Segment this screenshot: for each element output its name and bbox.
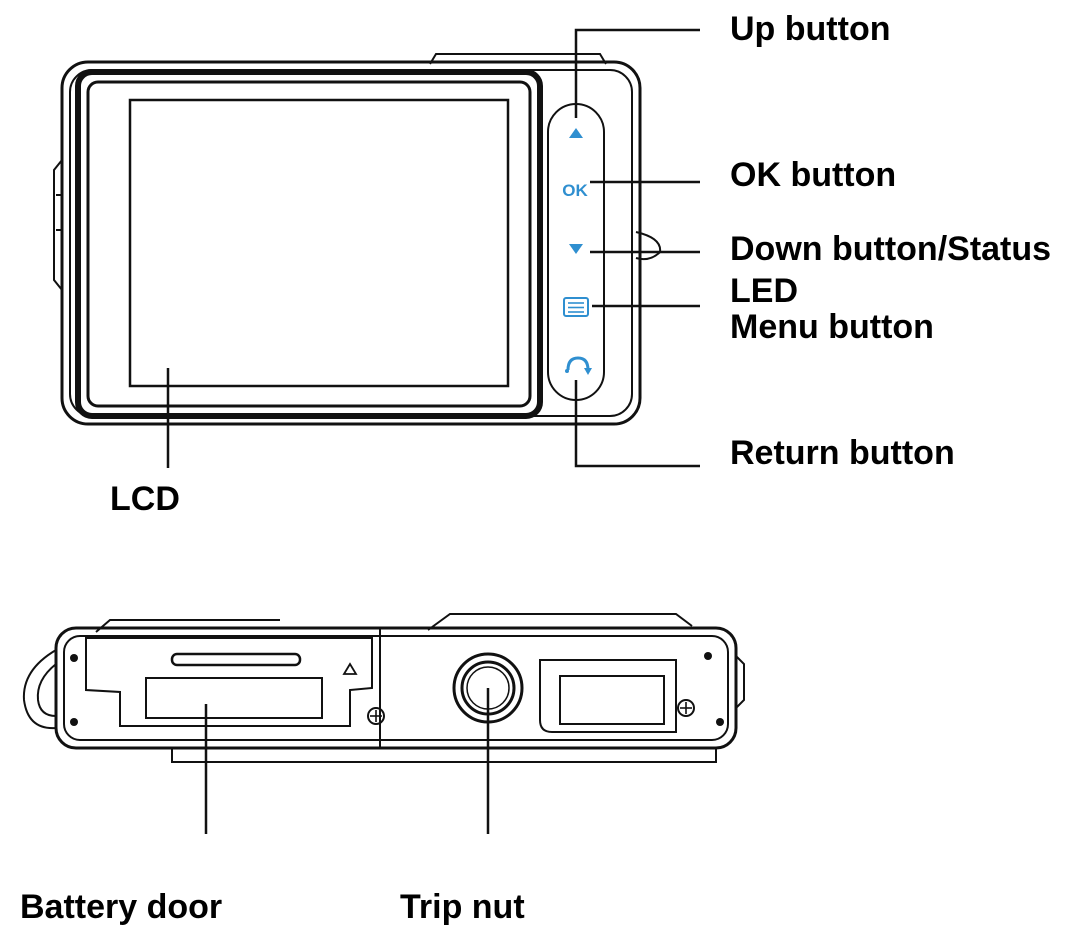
bottom-body-outline: [54, 626, 738, 750]
bottom-side-lug-inner: [36, 663, 57, 717]
camera-rear-view: OK: [53, 28, 700, 468]
return-arrow-icon: [565, 356, 592, 375]
left-side-grip: [53, 159, 63, 291]
bottom-rail: [171, 748, 717, 763]
up-triangle-icon: [569, 128, 583, 138]
menu-list-icon: [563, 297, 589, 317]
triangle-mark-icon: [342, 662, 358, 675]
label-menu-button: Menu button: [730, 308, 934, 346]
leader-return-button: [574, 380, 700, 468]
label-led: LED: [730, 272, 798, 310]
label-lcd: LCD: [110, 480, 180, 518]
bottom-side-lug: [22, 649, 57, 730]
lcd-bezel-inner: [86, 80, 532, 408]
camera-bottom-view: [22, 613, 745, 834]
corner-rivet: [70, 654, 78, 662]
right-compartment-outline: [539, 659, 677, 733]
label-ok-button: OK button: [730, 156, 896, 194]
bottom-top-bump-right: [427, 613, 693, 631]
down-triangle-icon: [569, 244, 583, 254]
battery-door-window: [145, 677, 323, 719]
label-up-button: Up button: [730, 10, 891, 48]
lcd-screen: [128, 98, 510, 388]
ok-button-text: OK: [562, 181, 588, 200]
screw-icon: [367, 707, 385, 725]
label-trip-nut: Trip nut: [400, 888, 525, 926]
top-edge-bump: [429, 53, 607, 65]
label-return-button: Return button: [730, 434, 955, 472]
battery-door-outline: [85, 637, 373, 727]
camera-body-outline: [60, 60, 642, 426]
label-down-button-status: Down button/Status: [730, 230, 1051, 268]
leader-up-button: [574, 28, 700, 118]
corner-rivet: [716, 718, 724, 726]
battery-door-slot: [170, 652, 302, 667]
bottom-body-inner: [63, 635, 729, 741]
right-compartment-window: [559, 675, 665, 725]
label-battery-door: Battery door: [20, 888, 222, 926]
bottom-right-lug: [735, 655, 745, 709]
corner-rivet: [704, 652, 712, 660]
bottom-top-bump-left: [95, 619, 280, 633]
lcd-bezel: [75, 69, 543, 419]
screw-icon: [677, 699, 695, 717]
corner-rivet: [70, 718, 78, 726]
